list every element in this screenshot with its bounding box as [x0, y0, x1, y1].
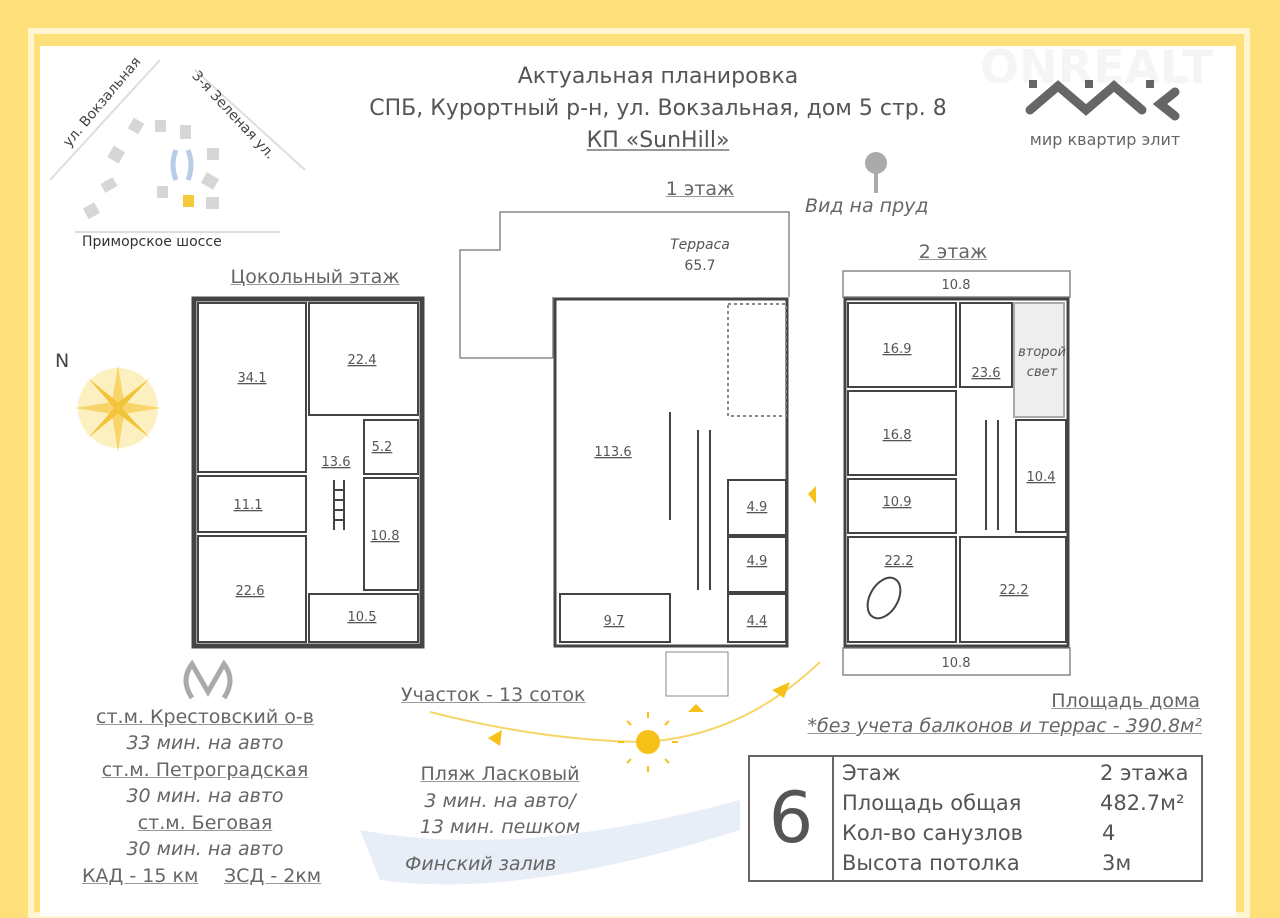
- title-line-3: КП «SunHill»: [586, 128, 730, 153]
- kad-distance: КАД - 15 км: [82, 865, 199, 887]
- title-line-2: СПБ, Курортный р-н, ул. Вокзальная, дом …: [369, 96, 947, 121]
- svg-text:10.8: 10.8: [942, 278, 971, 293]
- location-pin-icon: [865, 152, 887, 193]
- info-table: 6 Этаж 2 этажа Площадь общая 482.7м² Кол…: [748, 755, 1203, 882]
- svg-text:65.7: 65.7: [684, 258, 715, 274]
- svg-text:22.2: 22.2: [885, 554, 914, 569]
- svg-text:10.9: 10.9: [883, 495, 912, 510]
- svg-text:5.2: 5.2: [372, 440, 393, 455]
- beach-time-walk: 13 мин. пешком: [419, 816, 581, 838]
- logo-icon: [1025, 80, 1180, 121]
- gulf-label: Финский залив: [405, 853, 557, 875]
- sun-icon: [636, 730, 660, 754]
- site-map: [49, 59, 306, 233]
- beach-time-car: 3 мин. на авто/: [424, 790, 576, 812]
- svg-text:4.4: 4.4: [747, 614, 768, 629]
- panel: [40, 46, 1236, 916]
- svg-text:16.9: 16.9: [883, 342, 912, 357]
- svg-text:свет: свет: [1027, 365, 1058, 380]
- svg-text:10.4: 10.4: [1027, 470, 1056, 485]
- basement-plan: 34.1 22.4 13.6 5.2 11.1 10.8 22.6 10.5: [191, 296, 425, 649]
- street-label: Приморское шоссе: [82, 234, 222, 250]
- svg-text:34.1: 34.1: [238, 371, 267, 386]
- compass-north-label: N: [55, 350, 70, 372]
- svg-text:23.6: 23.6: [972, 366, 1001, 381]
- svg-text:11.1: 11.1: [234, 498, 263, 513]
- second-floor-title: 2 этаж: [918, 241, 988, 263]
- house-area-title: Площадь дома: [1051, 690, 1200, 712]
- svg-text:4.9: 4.9: [747, 554, 768, 569]
- svg-text:22.2: 22.2: [1000, 583, 1029, 598]
- basement-title: Цокольный этаж: [230, 266, 400, 288]
- first-floor-title: 1 этаж: [665, 178, 735, 200]
- gulf-wave: [360, 800, 740, 885]
- svg-text:22.4: 22.4: [348, 353, 377, 368]
- svg-text:9.7: 9.7: [604, 614, 625, 629]
- sun-path: [429, 486, 821, 772]
- svg-text:16.8: 16.8: [883, 428, 912, 443]
- house-number: 6: [750, 757, 834, 880]
- plot-size: Участок - 13 соток: [401, 684, 586, 706]
- beach-name: Пляж Ласковый: [420, 763, 580, 785]
- first-floor-plan: 113.6 4.9 4.9 9.7 4.4 Терраса 65.7: [459, 211, 790, 697]
- svg-text:второй: второй: [1018, 345, 1066, 360]
- zsd-distance: ЗСД - 2км: [224, 865, 322, 887]
- svg-text:113.6: 113.6: [594, 445, 631, 460]
- second-floor-plan: 16.9 23.6 16.8 10.4 10.9 22.2 22.2 10.8 …: [842, 270, 1071, 676]
- svg-text:22.6: 22.6: [236, 584, 265, 599]
- svg-text:10.5: 10.5: [348, 610, 377, 625]
- compass-icon: [75, 365, 161, 452]
- view-label: Вид на пруд: [805, 195, 929, 217]
- svg-text:10.8: 10.8: [371, 529, 400, 544]
- svg-text:10.8: 10.8: [942, 656, 971, 671]
- title-line-1: Актуальная планировка: [517, 64, 799, 89]
- watermark: ONREALT: [980, 40, 1213, 94]
- svg-text:Терраса: Терраса: [670, 237, 730, 253]
- house-area-note: *без учета балконов и террас - 390.8м²: [807, 715, 1202, 737]
- logo-text: мир квартир элит: [1029, 130, 1181, 149]
- metro-icon: [183, 659, 233, 700]
- svg-text:4.9: 4.9: [747, 500, 768, 515]
- svg-text:13.6: 13.6: [322, 455, 351, 470]
